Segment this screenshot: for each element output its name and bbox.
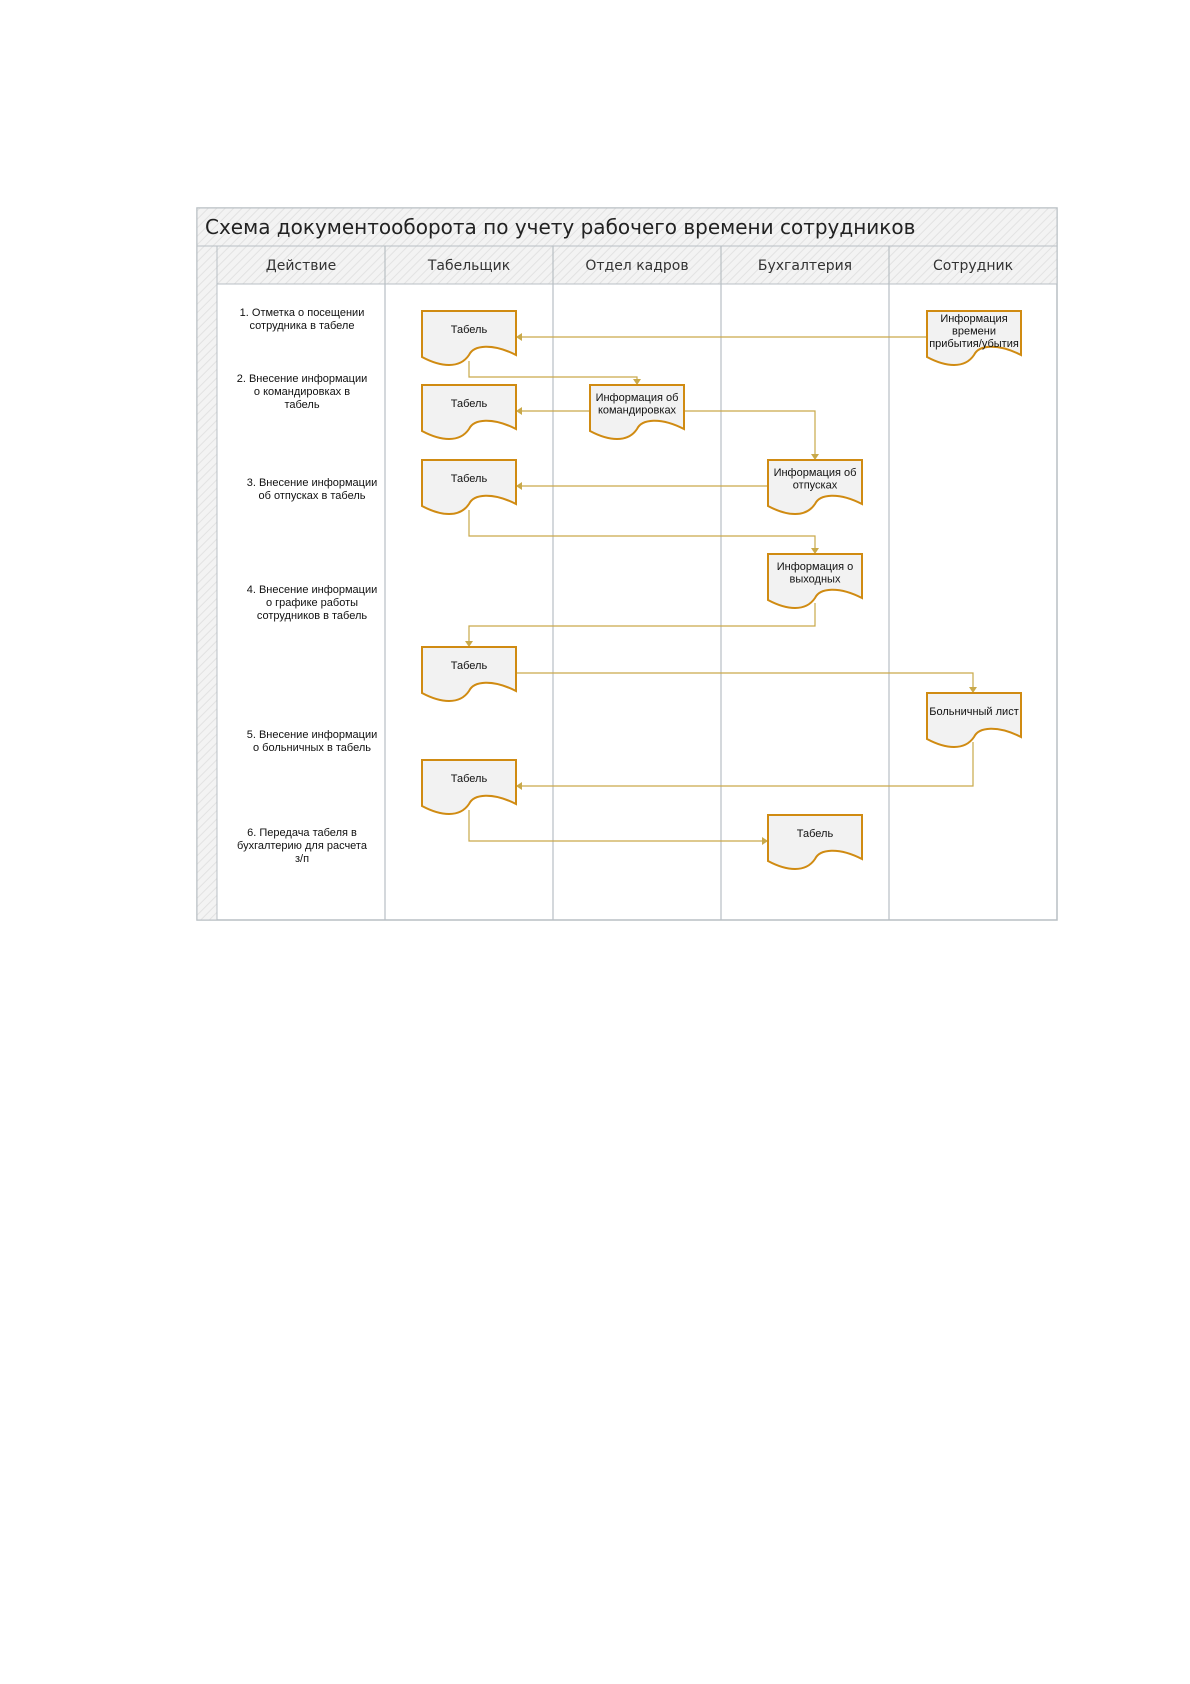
step-text-line: з/п [295,853,309,865]
arrowhead [762,837,768,845]
step-text-line: табель [284,399,319,411]
document-label: Табель [451,660,488,672]
step-text-line: 6. Передача табеля в [247,827,357,839]
document-outline [421,759,517,815]
document-outline [767,553,863,609]
document-label: выходных [790,574,841,586]
step-text-line: 2. Внесение информации [237,373,368,385]
step-1-text: 1. Отметка о посещении сотрудника в табе… [240,307,365,332]
lane-header-action: Действие [266,258,336,274]
step-text-line: 3. Внесение информации [247,477,378,489]
document-shape: Больничный лист [926,692,1022,748]
document-label: Информация о [777,561,854,573]
document-label: Информация [940,313,1007,325]
document-label: Табель [451,324,488,336]
document-outline [421,310,517,366]
step-text-line: 5. Внесение информации [247,729,378,741]
document-outline [589,384,685,440]
diagram-frame [196,207,1058,921]
left-pool-band [196,245,218,921]
arrowhead [516,782,522,790]
connector-line [468,603,816,647]
document-label: Информация об [596,392,679,404]
connector-line [516,742,974,787]
document-label: Больничный лист [929,706,1018,718]
documents: ТабельИнформациявремениприбытия/убытияТа… [421,310,1022,870]
document-outline [421,384,517,440]
step-text-line: о больничных в табель [253,742,371,754]
document-label: Табель [451,773,488,785]
document-label: Табель [797,828,834,840]
step-text-line: сотрудников в табель [257,610,368,622]
step-text-line: сотрудника в табеле [250,320,355,332]
step-text-line: о командировках в [254,386,350,398]
document-shape: Табель [421,759,517,815]
connector-line [684,410,816,460]
arrowhead [811,548,819,554]
document-outline [421,646,517,702]
connector-line [516,672,974,693]
connector-line [468,510,816,554]
step-2-text: 2. Внесение информации о командировках в… [237,373,368,411]
step-4-text: 4. Внесение информации о графике работы … [247,584,378,622]
arrowhead [465,641,473,647]
lane-header-band [216,245,1058,285]
step-text-line: об отпусках в табель [259,490,366,502]
document-label: Информация об [774,467,857,479]
lane-header-accounting: Бухгалтерия [758,258,852,274]
step-text-line: 4. Внесение информации [247,584,378,596]
document-label: времени [952,326,996,338]
document-shape: Табель [421,459,517,515]
step-3-text: 3. Внесение информации об отпусках в таб… [247,477,378,502]
connector-line [468,810,768,842]
document-outline [421,459,517,515]
document-shape: Табель [421,310,517,366]
step-text-line: бухгалтерию для расчета [237,840,368,852]
document-label: командировках [598,405,677,417]
title-band [196,207,1058,247]
step-6-text: 6. Передача табеля в бухгалтерию для рас… [237,827,368,865]
document-label: Табель [451,398,488,410]
document-outline [926,310,1022,366]
document-label: Табель [451,473,488,485]
document-shape: Табель [421,646,517,702]
step-text-line: 1. Отметка о посещении [240,307,365,319]
document-label: отпусках [793,480,838,492]
connectors [465,333,977,845]
lane-header-employee: Сотрудник [933,258,1013,274]
document-shape: Табель [767,814,863,870]
document-outline [767,814,863,870]
lane-header-timekeeper: Табельщик [427,258,510,274]
arrowhead [516,482,522,490]
arrowhead [516,407,522,415]
arrowhead [633,379,641,385]
step-text-line: о графике работы [266,597,358,609]
step-5-text: 5. Внесение информации о больничных в та… [247,729,378,754]
document-label: прибытия/убытия [929,338,1019,350]
arrowhead [811,454,819,460]
arrowhead [516,333,522,341]
document-shape: Табель [421,384,517,440]
document-outline [926,692,1022,748]
document-outline [767,459,863,515]
lane-header-hr: Отдел кадров [585,258,688,274]
diagram-title: Схема документооборота по учету рабочего… [205,215,915,239]
lane-separators [384,246,890,920]
arrowhead [969,687,977,693]
